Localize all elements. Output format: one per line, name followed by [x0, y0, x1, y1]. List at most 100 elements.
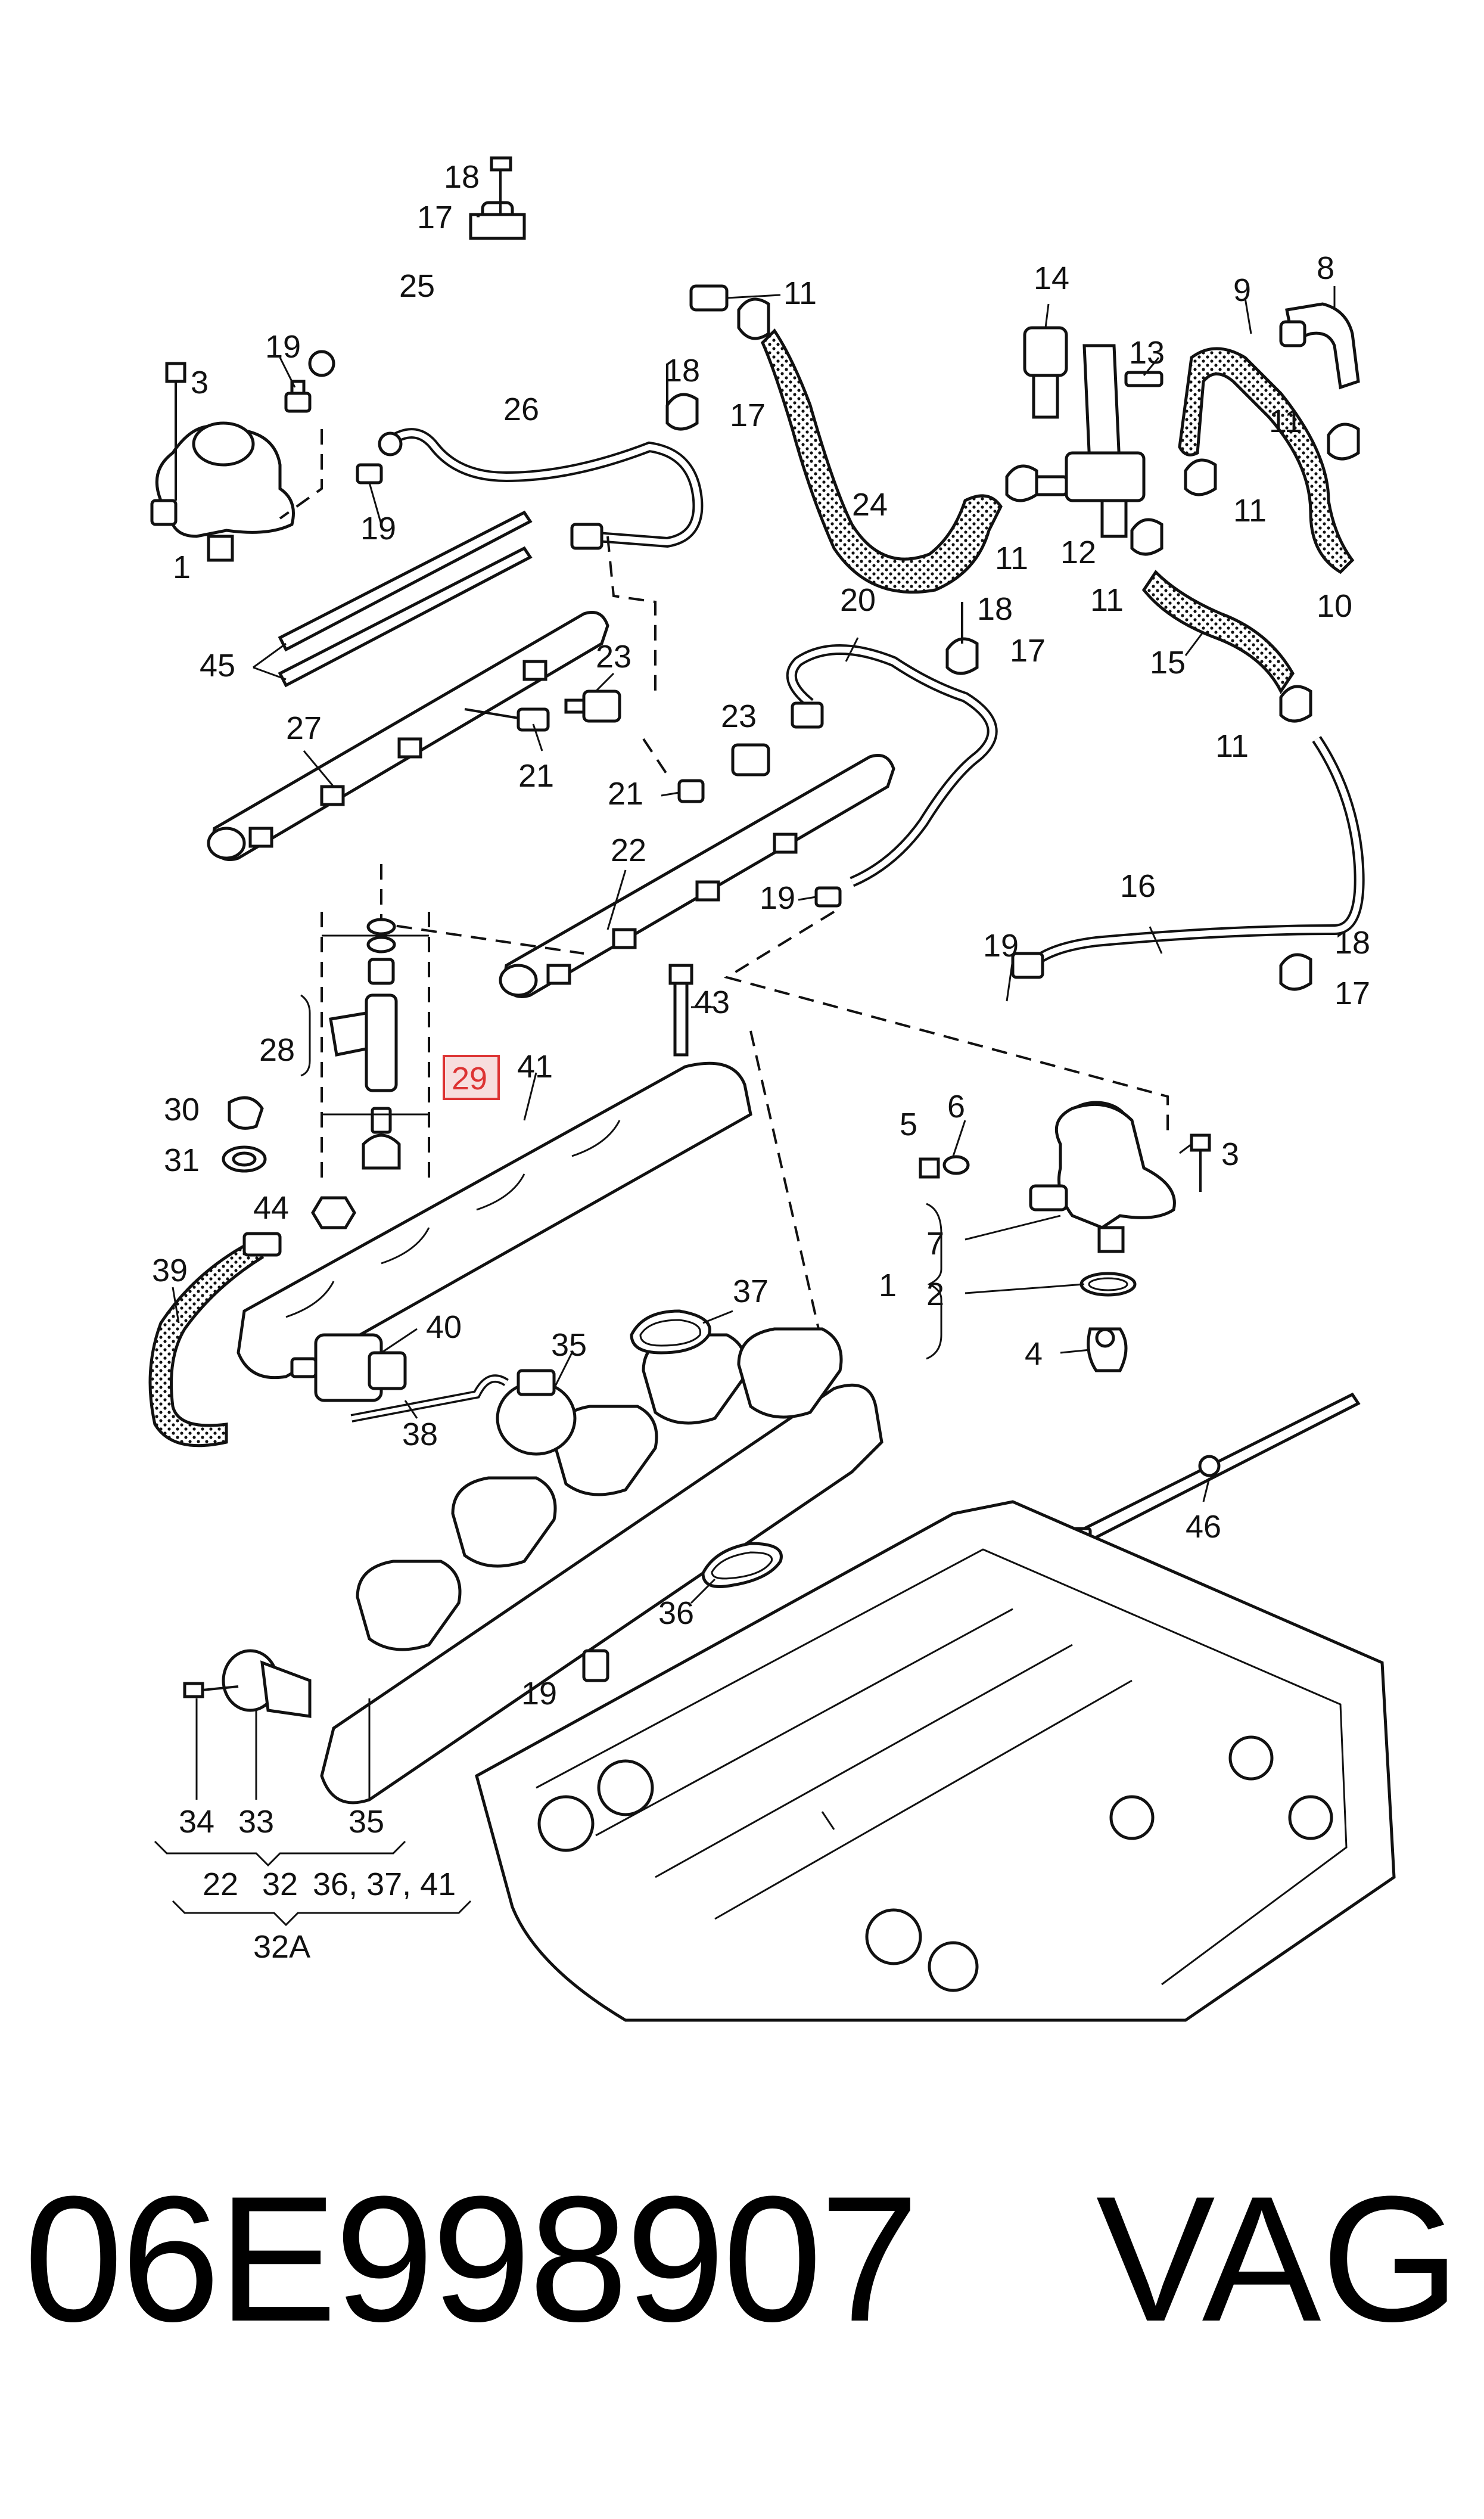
hose-24: [761, 328, 1003, 594]
fitting-19-left: [284, 380, 383, 484]
callout-11: 11: [1090, 582, 1124, 618]
callout-40: 40: [426, 1309, 462, 1345]
fuel-line-26: [378, 364, 704, 550]
callout-11: 11: [995, 541, 1028, 576]
fuel-line-25: [308, 273, 729, 377]
callout-15: 15: [1150, 645, 1186, 681]
highlight-box-29: [443, 1055, 500, 1100]
valve-40: [290, 1333, 407, 1402]
callout-21: 21: [518, 758, 554, 794]
seal-2: [1079, 1272, 1137, 1297]
callout-7: 7: [926, 1226, 944, 1262]
callout-37: 37: [733, 1274, 769, 1309]
group-item-32: 32: [262, 1866, 298, 1902]
callout-19: 19: [521, 1676, 557, 1712]
callout-10: 10: [1317, 588, 1352, 624]
hose-39: [148, 1232, 282, 1448]
fitting-19-lower: [582, 1649, 609, 1682]
parts-diagram: 18 17 25 11 19 3 18 17 26 19 1 24 14 13 …: [148, 156, 1396, 2022]
callout-34: 34: [179, 1804, 214, 1840]
callout-17: 17: [1010, 633, 1046, 669]
callout-17: 17: [1334, 976, 1370, 1011]
leader-lines: [172, 215, 1336, 1830]
callout-2: 2: [926, 1276, 944, 1312]
callout-11: 11: [1215, 728, 1249, 764]
callout-labels: 18 17 25 11 19 3 18 17 26 19 1 24 14 13 …: [152, 159, 1370, 1965]
callout-25: 25: [399, 268, 435, 304]
sensor-23-right: [731, 743, 770, 776]
callout-1: 1: [879, 1268, 897, 1303]
callout-18: 18: [664, 353, 700, 389]
hose-10: [1178, 347, 1355, 574]
callout-33: 33: [238, 1804, 274, 1840]
clip-30: [228, 1096, 264, 1130]
injector-assembly-28: [321, 912, 430, 1180]
footer: 06E998907 VAG: [0, 2169, 1484, 2455]
callout-18: 18: [977, 591, 1013, 627]
bolt-34: [183, 1682, 239, 1698]
callout-31: 31: [164, 1142, 200, 1178]
nut-44: [311, 1196, 356, 1229]
intake-manifold-35: [320, 1327, 883, 1804]
callout-3: 3: [191, 365, 209, 400]
callout-17: 17: [417, 200, 453, 235]
callout-44: 44: [253, 1190, 289, 1226]
gasket-36: [701, 1542, 783, 1588]
sensor-33: [222, 1649, 312, 1718]
high-pressure-pump-left: [150, 362, 295, 562]
callout-6: 6: [947, 1089, 965, 1125]
fuel-line-20: [786, 602, 998, 887]
callout-18: 18: [1334, 925, 1370, 961]
bracket-17-18-top: [469, 156, 526, 240]
cylinder-head: [475, 1500, 1396, 2022]
fuel-line-16: [1011, 736, 1365, 991]
callout-46: 46: [1186, 1509, 1221, 1545]
callout-35: 35: [349, 1804, 384, 1840]
callout-5: 5: [900, 1107, 917, 1142]
callout-30: 30: [164, 1092, 200, 1128]
callout-11: 11: [783, 275, 817, 311]
callout-39: 39: [152, 1253, 188, 1288]
callout-16: 16: [1120, 868, 1156, 904]
callout-23: 23: [596, 639, 631, 675]
callout-13: 13: [1129, 335, 1165, 371]
callout-3: 3: [1221, 1136, 1239, 1172]
group-bracket-2: [172, 1900, 472, 1927]
callout-28: 28: [259, 1032, 295, 1068]
callout-36: 36: [658, 1595, 694, 1631]
hose-15: [1141, 570, 1295, 694]
pressure-sensor-14: [1023, 326, 1068, 419]
fitting-21-left: [464, 707, 550, 732]
callout-22: 22: [611, 833, 646, 868]
callout-26: 26: [503, 392, 539, 427]
bolt-43: [668, 964, 693, 1057]
group-item-22: 22: [203, 1866, 238, 1902]
callout-19: 19: [360, 511, 396, 546]
callout-18: 18: [444, 159, 480, 195]
fuel-rail-27: [207, 611, 609, 861]
callout-4: 4: [1025, 1336, 1043, 1372]
seal-31: [222, 1145, 267, 1173]
callout-19: 19: [265, 329, 301, 365]
callout-1: 1: [173, 549, 191, 585]
callout-45: 45: [200, 648, 235, 684]
callout-19: 19: [983, 928, 1019, 964]
callout-23: 23: [721, 698, 757, 734]
callout-38: 38: [402, 1417, 438, 1452]
high-pressure-pump-right: [919, 1101, 1211, 1253]
callout-43: 43: [694, 984, 730, 1020]
clamps-11-right: [1005, 423, 1360, 723]
fitting-21-right: [677, 779, 705, 803]
brand-name: VAG: [1096, 2158, 1460, 2359]
callout-20: 20: [840, 582, 876, 618]
group-label-32A: 32A: [253, 1929, 310, 1965]
callout-12: 12: [1060, 535, 1096, 570]
callout-9: 9: [1233, 272, 1251, 308]
group-item-36-37-41: 36, 37, 41: [313, 1866, 456, 1902]
callout-8: 8: [1317, 250, 1334, 286]
line-38: [350, 1374, 509, 1422]
part-number: 06E998907: [24, 2158, 919, 2359]
callout-14: 14: [1034, 260, 1069, 296]
callout-19: 19: [760, 880, 795, 916]
fitting-19-mid: [814, 886, 842, 908]
